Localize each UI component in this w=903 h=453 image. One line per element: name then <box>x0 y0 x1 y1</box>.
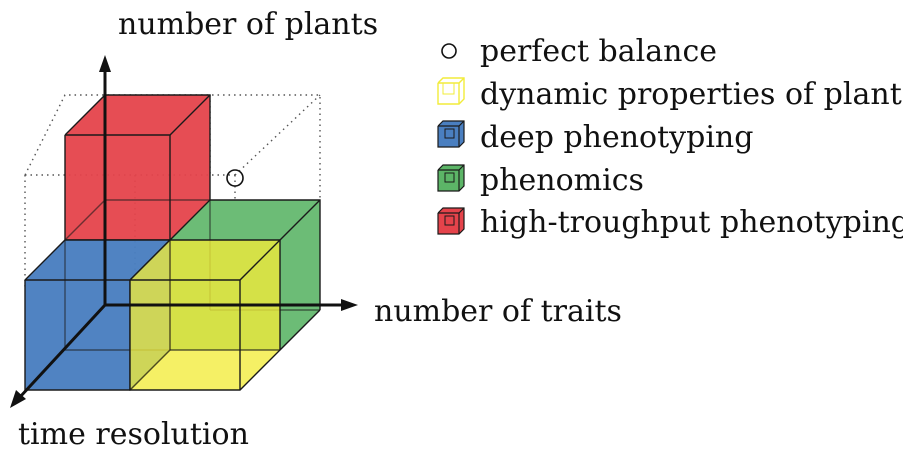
y-axis-arrowhead <box>99 55 111 72</box>
perfect-balance-marker <box>226 169 244 187</box>
legend-label: dynamic properties of plants <box>480 77 903 112</box>
z-axis <box>18 303 107 399</box>
cube-outline-icon <box>437 77 465 105</box>
legend-label: phenomics <box>480 163 644 198</box>
legend-item-deep-phenotyping: deep phenotyping <box>437 120 753 155</box>
legend-item-perfect-balance: perfect balance <box>441 34 717 69</box>
high-throughput-phenotyping-cube <box>64 94 211 241</box>
legend-label: perfect balance <box>480 34 717 69</box>
cube-icon <box>437 164 465 192</box>
legend-label: deep phenotyping <box>480 120 753 155</box>
y-axis-label: number of plants <box>118 7 378 42</box>
circle-icon <box>441 43 457 59</box>
legend-item-dynamic-properties: dynamic properties of plants <box>437 77 903 112</box>
z-axis-arrowhead <box>10 390 26 408</box>
legend-item-phenomics: phenomics <box>437 163 644 198</box>
legend-item-high-throughput: high-troughput phenotyping <box>437 205 903 240</box>
cube-icon <box>437 207 465 235</box>
legend-label: high-troughput phenotyping <box>480 205 903 240</box>
cube-icon <box>437 120 465 148</box>
legend: perfect balance dynamic properties of pl… <box>437 34 903 240</box>
x-axis-label: number of traits <box>374 294 622 329</box>
axes <box>10 55 358 408</box>
dynamic-properties-cube <box>129 239 281 391</box>
z-axis-label: time resolution <box>18 417 249 452</box>
x-axis-arrowhead <box>341 299 358 311</box>
